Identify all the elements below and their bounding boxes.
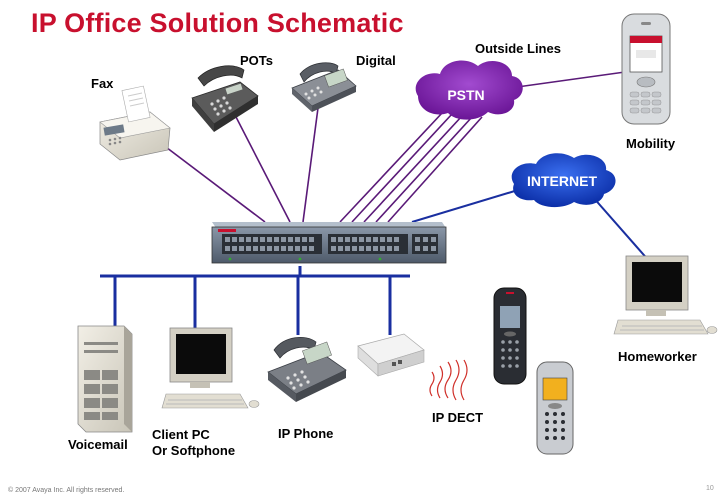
- pstn-label: PSTN: [447, 87, 484, 103]
- dect-handset-icon-2: [536, 361, 574, 455]
- digital-link: [302, 107, 319, 223]
- outside-lines-label: Outside Lines: [475, 41, 561, 56]
- digital-label: Digital: [356, 53, 396, 68]
- pstn-link-1: [339, 111, 444, 223]
- pstn-cloud: [415, 60, 523, 120]
- mobile-phone-icon: [621, 13, 671, 125]
- pstn-link-4: [375, 116, 473, 223]
- homeworker-label: Homeworker: [618, 349, 697, 364]
- internet-label: INTERNET: [527, 173, 597, 189]
- pots-phone-icon: [191, 65, 259, 132]
- voicemail-label: Voicemail: [68, 437, 128, 452]
- page-title: IP Office Solution Schematic: [31, 8, 404, 38]
- voicemail-server-icon: [77, 325, 133, 433]
- pots-link: [234, 114, 291, 223]
- internet-cloud: [511, 153, 616, 208]
- client-pc-label: Client PC Or Softphone: [152, 427, 235, 459]
- dect-handset-icon: [493, 287, 527, 385]
- fax-link: [149, 134, 266, 223]
- copyright-footer: © 2007 Avaya Inc. All rights reserved.: [8, 487, 125, 494]
- mobility-label: Mobility: [626, 136, 676, 151]
- pots-label: POTs: [240, 53, 273, 68]
- ip-phone-icon: [267, 336, 347, 402]
- page-number: 10: [706, 485, 714, 492]
- pstn-link-5: [387, 116, 483, 223]
- fax-machine-icon: [99, 85, 171, 161]
- pstn-link-2: [351, 113, 453, 223]
- outside-lines-link: [509, 71, 626, 89]
- radio-waves-icon: [429, 359, 468, 401]
- pstn-link-3: [363, 115, 463, 223]
- client-pc-label-line2: Or Softphone: [152, 443, 236, 458]
- internet-link: [411, 189, 519, 223]
- client-pc-icon: [161, 327, 260, 409]
- fax-label: Fax: [91, 76, 114, 91]
- ip-phone-label: IP Phone: [278, 426, 334, 441]
- dect-base-station-icon: [357, 333, 425, 377]
- client-pc-label-line1: Client PC: [152, 427, 210, 442]
- ip-dect-label: IP DECT: [432, 410, 484, 425]
- digital-phone-icon: [291, 62, 357, 112]
- lan-bus: [100, 266, 410, 340]
- connection-lines: [149, 107, 483, 223]
- ip-office-switch: [211, 222, 447, 264]
- homeworker-link: [591, 195, 651, 263]
- homeworker-pc-icon: [613, 255, 718, 335]
